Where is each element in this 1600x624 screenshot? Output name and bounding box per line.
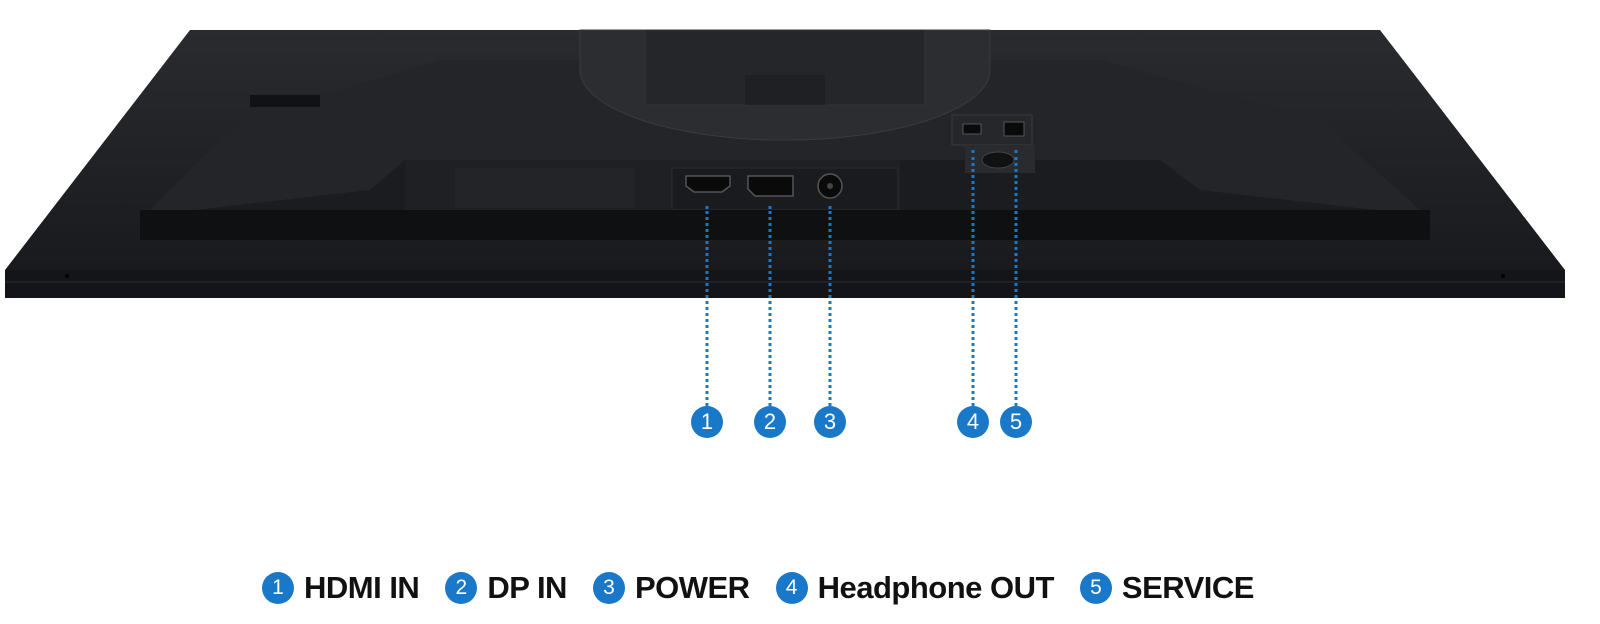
legend-item-headphone-out: 4 Headphone OUT [775, 570, 1055, 606]
legend-number-badge: 3 [592, 572, 625, 604]
leader-line-4 [971, 150, 975, 406]
legend-number-badge: 5 [1079, 572, 1112, 604]
port-displayport-icon [747, 175, 794, 197]
port-legend: 1 HDMI IN 2 DP IN 3 POWER 4 Headphone OU… [262, 570, 1254, 606]
side-port-module [951, 114, 1035, 173]
monitor-body [5, 30, 1565, 298]
callout-badge-2: 2 [754, 406, 786, 438]
port-power-icon [817, 173, 843, 199]
callout-badge-5: 5 [1000, 406, 1032, 438]
legend-number-badge: 2 [445, 572, 478, 604]
legend-label: SERVICE [1121, 570, 1255, 605]
legend-label: HDMI IN [304, 570, 420, 605]
leader-line-3 [828, 206, 832, 406]
leader-line-5 [1014, 150, 1018, 406]
callout-badge-1: 1 [691, 406, 723, 438]
legend-item-service: 5 SERVICE [1079, 570, 1255, 606]
legend-item-hdmi-in: 1 HDMI IN [262, 570, 420, 606]
callout-badge-4: 4 [957, 406, 989, 438]
legend-label: POWER [634, 570, 750, 605]
port-hdmi-icon [685, 175, 731, 193]
legend-number-badge: 1 [262, 572, 294, 604]
leader-line-2 [768, 206, 772, 406]
stand-mount [579, 29, 991, 141]
legend-label: Headphone OUT [817, 570, 1055, 605]
leader-line-1 [705, 206, 709, 406]
callout-badge-3: 3 [814, 406, 846, 438]
legend-item-dp-in: 2 DP IN [445, 570, 567, 606]
legend-number-badge: 4 [775, 572, 808, 604]
legend-item-power: 3 POWER [592, 570, 750, 606]
legend-label: DP IN [487, 570, 567, 605]
